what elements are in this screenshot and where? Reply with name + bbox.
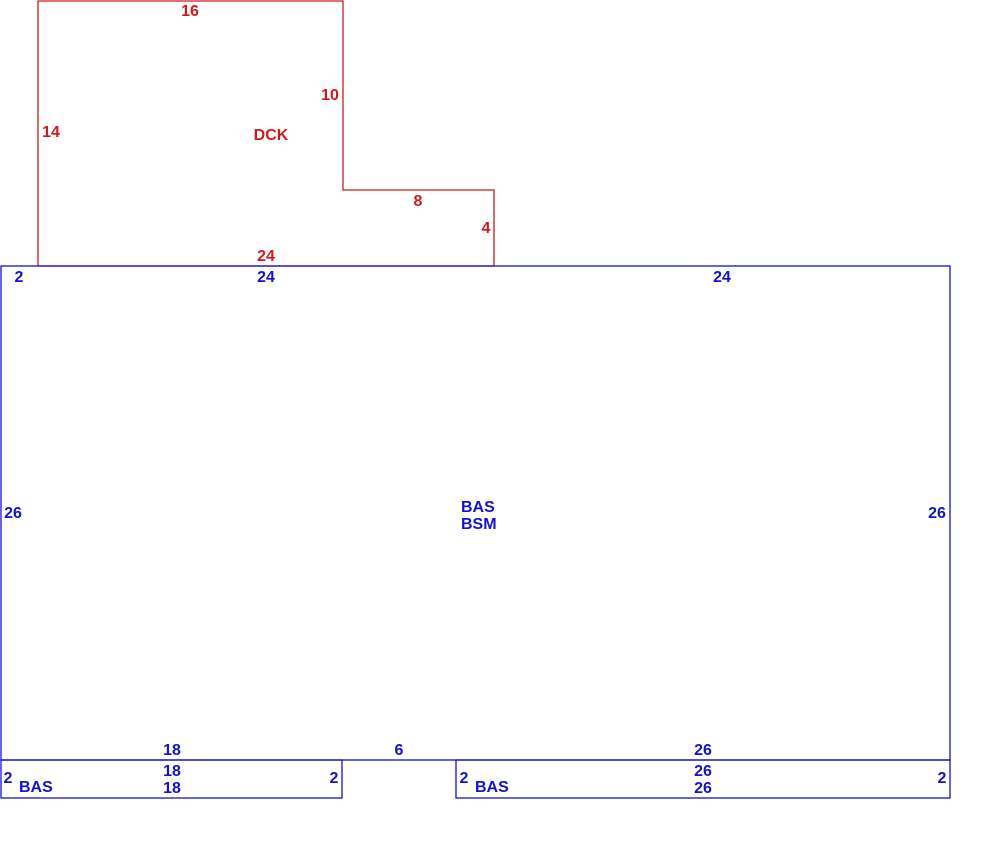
main-dim-right: 26	[928, 505, 946, 522]
bay-right-dim-left: 2	[460, 770, 469, 787]
bay-right-outline	[455, 759, 951, 799]
bay-left-dim-top: 18	[163, 763, 181, 780]
main-dim-left: 26	[4, 505, 22, 522]
deck-code-label: DCK	[254, 127, 289, 144]
deck-dim-bottom: 24	[257, 248, 275, 265]
main-dim-bottom-right: 26	[694, 742, 712, 759]
deck-dim-top: 16	[181, 3, 199, 20]
deck-dim-step-vertical: 10	[321, 87, 339, 104]
bay-left-code-label: BAS	[19, 779, 53, 796]
deck-dim-short-side: 4	[482, 220, 491, 237]
deck-dim-step-horizontal: 8	[414, 193, 423, 210]
bay-right-dim-bottom: 26	[694, 780, 712, 797]
main-dim-bottom-left: 18	[163, 742, 181, 759]
main-dim-corner: 2	[15, 269, 24, 286]
bay-left-dim-right: 2	[330, 770, 339, 787]
bay-right-code-label: BAS	[475, 779, 509, 796]
bay-left-outline	[0, 759, 343, 799]
main-dim-bottom-gap: 6	[395, 742, 404, 759]
main-dim-top-left: 24	[257, 269, 275, 286]
main-dim-top-right: 24	[713, 269, 731, 286]
main-code-label: BAS	[461, 499, 495, 516]
deck-dim-left: 14	[42, 124, 60, 141]
main-code-label-2: BSM	[461, 516, 497, 533]
bay-right-dim-top: 26	[694, 763, 712, 780]
bay-right-dim-right: 2	[938, 770, 947, 787]
bay-left-dim-left: 2	[4, 770, 13, 787]
bay-left-dim-bottom: 18	[163, 780, 181, 797]
